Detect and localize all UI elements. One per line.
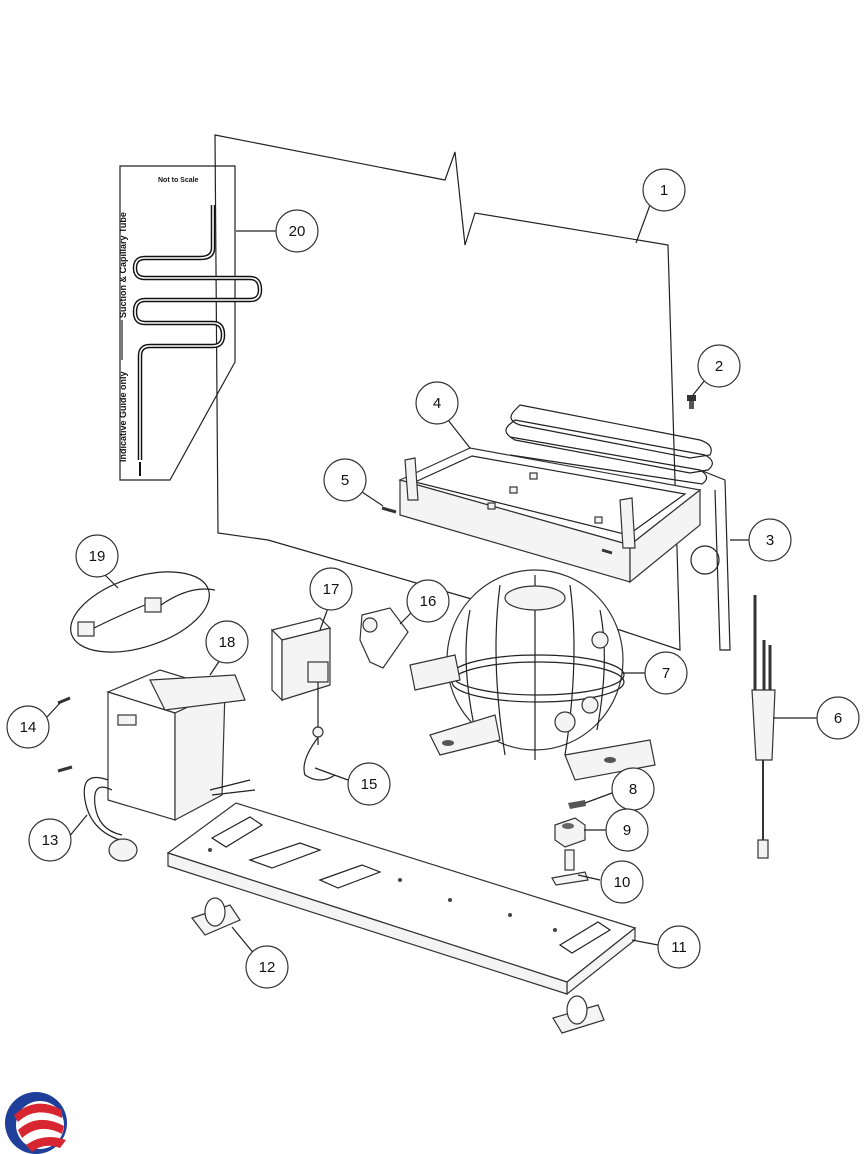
- callout-label: 16: [420, 593, 437, 610]
- callout-17: 17: [309, 567, 353, 611]
- screw-tray: [601, 548, 613, 555]
- callout-8: 8: [611, 767, 655, 811]
- callout-14: 14: [6, 705, 50, 749]
- callout-label: 1: [660, 182, 668, 199]
- callout-label: 10: [614, 874, 631, 891]
- callout-label: 4: [433, 395, 441, 412]
- controller-box: [106, 669, 256, 821]
- clip-8: [568, 800, 586, 809]
- callout-5: 5: [323, 458, 367, 502]
- screw-2: [687, 395, 696, 409]
- callout-label: 14: [20, 719, 37, 736]
- not-to-scale-label: Not to Scale: [158, 177, 199, 184]
- overload-protector: [359, 607, 409, 669]
- heater-loop: [83, 776, 138, 862]
- base-plate: [166, 802, 637, 996]
- screw-14b: [57, 765, 73, 773]
- callout-label: 19: [89, 548, 106, 565]
- callout-label: 12: [259, 959, 276, 976]
- callout-19: 19: [75, 534, 119, 578]
- screw-14a: [57, 696, 71, 705]
- capillary-tube-drawing: [132, 205, 263, 460]
- callout-label: 17: [323, 581, 340, 598]
- brand-logo: [5, 1092, 67, 1154]
- roller-front-right: [552, 995, 605, 1034]
- callout-2: 2: [697, 344, 741, 388]
- compressor: [409, 569, 656, 781]
- callout-label: 8: [629, 781, 637, 798]
- ground-wire: [303, 726, 336, 781]
- callout-label: 9: [623, 822, 631, 839]
- callout-20: 20: [275, 209, 319, 253]
- callout-label: 11: [671, 939, 687, 956]
- callout-3: 3: [748, 518, 792, 562]
- callout-label: 3: [766, 532, 774, 549]
- thermostat-probe: [751, 595, 776, 859]
- grommet-9: [554, 817, 586, 848]
- callout-11: 11: [657, 925, 701, 969]
- screw-5: [381, 506, 397, 514]
- callout-label: 18: [219, 634, 236, 651]
- callout-7: 7: [644, 651, 688, 695]
- callout-label: 5: [341, 472, 349, 489]
- callout-12: 12: [245, 945, 289, 989]
- tube-label: Suction & Capillary Tube: [118, 212, 128, 318]
- callout-1: 1: [642, 168, 686, 212]
- stud-10: [551, 849, 589, 886]
- guide-panel: Not to Scale Suction & Capillary Tube In…: [118, 165, 263, 481]
- back-panel: [214, 134, 681, 651]
- callout-label: 13: [42, 832, 59, 849]
- callout-label: 15: [361, 776, 378, 793]
- callout-label: 7: [662, 665, 670, 682]
- callout-13: 13: [28, 818, 72, 862]
- callout-15: 15: [347, 762, 391, 806]
- guide-label: Indicative Guide only: [118, 371, 128, 462]
- callout-label: 6: [834, 710, 842, 727]
- start-relay: [270, 617, 332, 745]
- evaporator-tray: [398, 447, 702, 584]
- callout-label: 20: [289, 223, 306, 240]
- callout-label: 2: [715, 358, 723, 375]
- callout-10: 10: [600, 860, 644, 904]
- callout-6: 6: [816, 696, 860, 740]
- callout-9: 9: [605, 808, 649, 852]
- callout-16: 16: [406, 579, 450, 623]
- roller-front-left: [191, 897, 241, 936]
- condenser-coil: [505, 404, 731, 651]
- wiring-harness: [70, 571, 216, 653]
- callout-4: 4: [415, 381, 459, 425]
- callout-18: 18: [205, 620, 249, 664]
- leader-lines: [46, 204, 818, 956]
